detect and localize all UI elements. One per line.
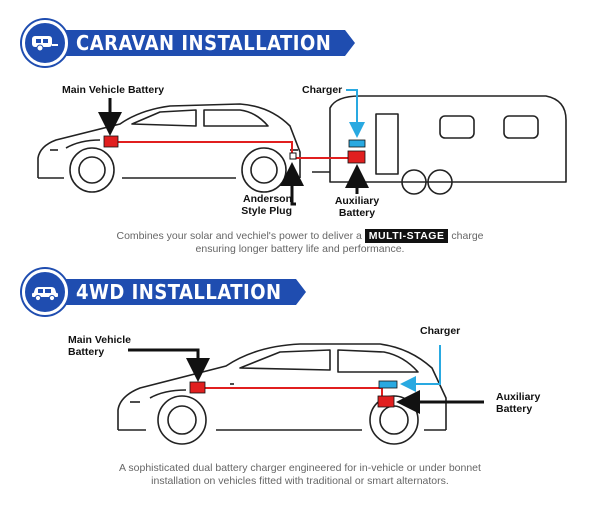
caravan-installation-title: CARAVAN INSTALLATION (76, 31, 332, 55)
4wd-charger-label: Charger (420, 325, 461, 337)
anderson-plug-label: Anderson Style Plug (241, 193, 292, 217)
caravan-caption-after: charge (451, 230, 484, 242)
anderson-plug-arrow (280, 162, 304, 206)
caravan-auxiliary-battery (347, 150, 366, 164)
caravan-charger-arrow (346, 89, 365, 138)
4wd-charger-arrow (400, 345, 441, 392)
caravan-trailer-outline (312, 95, 567, 195)
4wd-installation-title: 4WD INSTALLATION (76, 280, 282, 304)
caravan-caption: Combines your solar and vechiel's power … (0, 229, 600, 256)
4wd-main-battery-arrow (128, 348, 210, 382)
caravan-charger (348, 139, 366, 148)
caravan-installation-banner: CARAVAN INSTALLATION (22, 20, 356, 66)
caravan-installation-title-bar: CARAVAN INSTALLATION (58, 30, 356, 56)
caravan-auxiliary-battery-label: Auxiliary Battery (334, 195, 380, 219)
4wd-car-outline (117, 343, 447, 445)
caravan-main-battery (103, 135, 119, 148)
4wd-caption-line2: installation on vehicles fitted with tra… (151, 475, 449, 487)
caravan-caption-line2: ensuring longer battery life and perform… (195, 243, 405, 255)
4wd-main-battery (189, 381, 206, 394)
caravan-car-outline (37, 103, 301, 193)
multi-stage-highlight: MULTI-STAGE (364, 229, 449, 243)
caravan-wire (112, 141, 350, 159)
anderson-plug (289, 152, 297, 160)
4wd-wire (205, 387, 383, 398)
4wd-main-battery-label: Main Vehicle Battery (68, 334, 132, 358)
car-icon (22, 269, 68, 315)
caravan-main-battery-label: Main Vehicle Battery (62, 84, 165, 96)
4wd-auxiliary-battery-label: Auxiliary Battery (496, 391, 541, 415)
4wd-installation-title-bar: 4WD INSTALLATION (58, 279, 306, 305)
caravan-caption-before: Combines your solar and vechiel's power … (116, 230, 362, 242)
caravan-icon (22, 20, 68, 66)
caravan-charger-label: Charger (302, 84, 343, 96)
4wd-installation-banner: 4WD INSTALLATION (22, 269, 306, 315)
4wd-caption-line1: A sophisticated dual battery charger eng… (119, 462, 481, 474)
4wd-caption: A sophisticated dual battery charger eng… (0, 462, 600, 488)
4wd-charger (378, 380, 398, 389)
4wd-auxiliary-battery (377, 395, 395, 408)
